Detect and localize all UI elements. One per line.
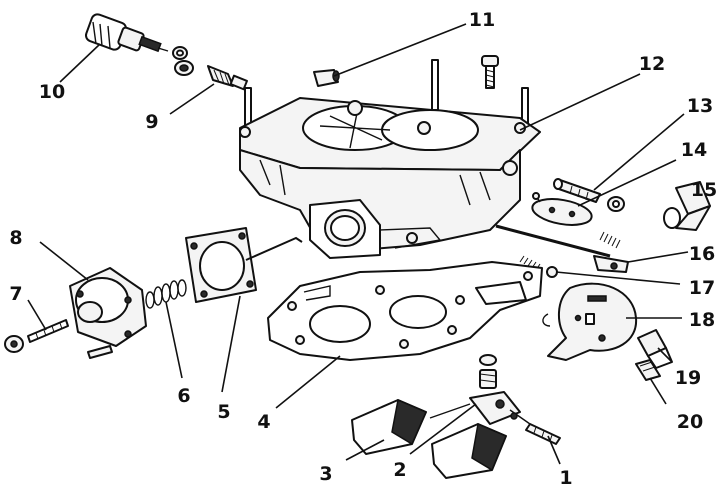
part-2-float-valve <box>429 354 531 425</box>
leader-lines <box>27 23 689 465</box>
callout-11: 11 <box>469 9 495 31</box>
callout-19: 19 <box>675 367 701 389</box>
callout-20: 20 <box>677 411 703 433</box>
callout-10: 10 <box>39 81 65 103</box>
part-3-floats <box>351 398 507 479</box>
callout-17: 17 <box>689 277 715 299</box>
part-10-washer <box>172 46 194 76</box>
callout-18: 18 <box>689 309 715 331</box>
part-15-adjuster <box>663 181 711 231</box>
callout-2: 2 <box>393 459 406 481</box>
callout-14: 14 <box>681 139 707 161</box>
part-18-cam-plate <box>542 282 638 361</box>
part-8-diaphragm-housing <box>69 267 147 347</box>
part-1-screw <box>525 423 561 445</box>
callout-15: 15 <box>691 179 717 201</box>
callout-labels: 10 9 11 12 13 14 15 16 17 18 19 20 8 7 6… <box>9 9 717 489</box>
part-14-throttle-shaft <box>495 192 625 258</box>
callout-6: 6 <box>177 385 190 407</box>
part-4-gasket <box>267 261 543 361</box>
callout-5: 5 <box>217 401 230 423</box>
top-screw <box>481 55 499 89</box>
callout-9: 9 <box>145 111 158 133</box>
part-7-screw <box>4 319 113 359</box>
callout-4: 4 <box>257 411 270 433</box>
callout-16: 16 <box>689 243 715 265</box>
part-10-solenoid-valve <box>84 13 169 53</box>
callout-3: 3 <box>319 463 332 485</box>
part-16-lever <box>593 231 629 273</box>
part-5-plate <box>185 227 303 303</box>
callout-12: 12 <box>639 53 665 75</box>
part-12-carburetor-body <box>239 59 541 259</box>
callout-1: 1 <box>559 467 572 489</box>
part-9-jet <box>207 65 248 91</box>
callout-13: 13 <box>687 95 713 117</box>
part-11-fitting <box>313 69 340 87</box>
part-13-pin <box>553 178 601 203</box>
callout-8: 8 <box>9 227 22 249</box>
part-20-screw <box>635 359 661 381</box>
callout-7: 7 <box>9 283 22 305</box>
